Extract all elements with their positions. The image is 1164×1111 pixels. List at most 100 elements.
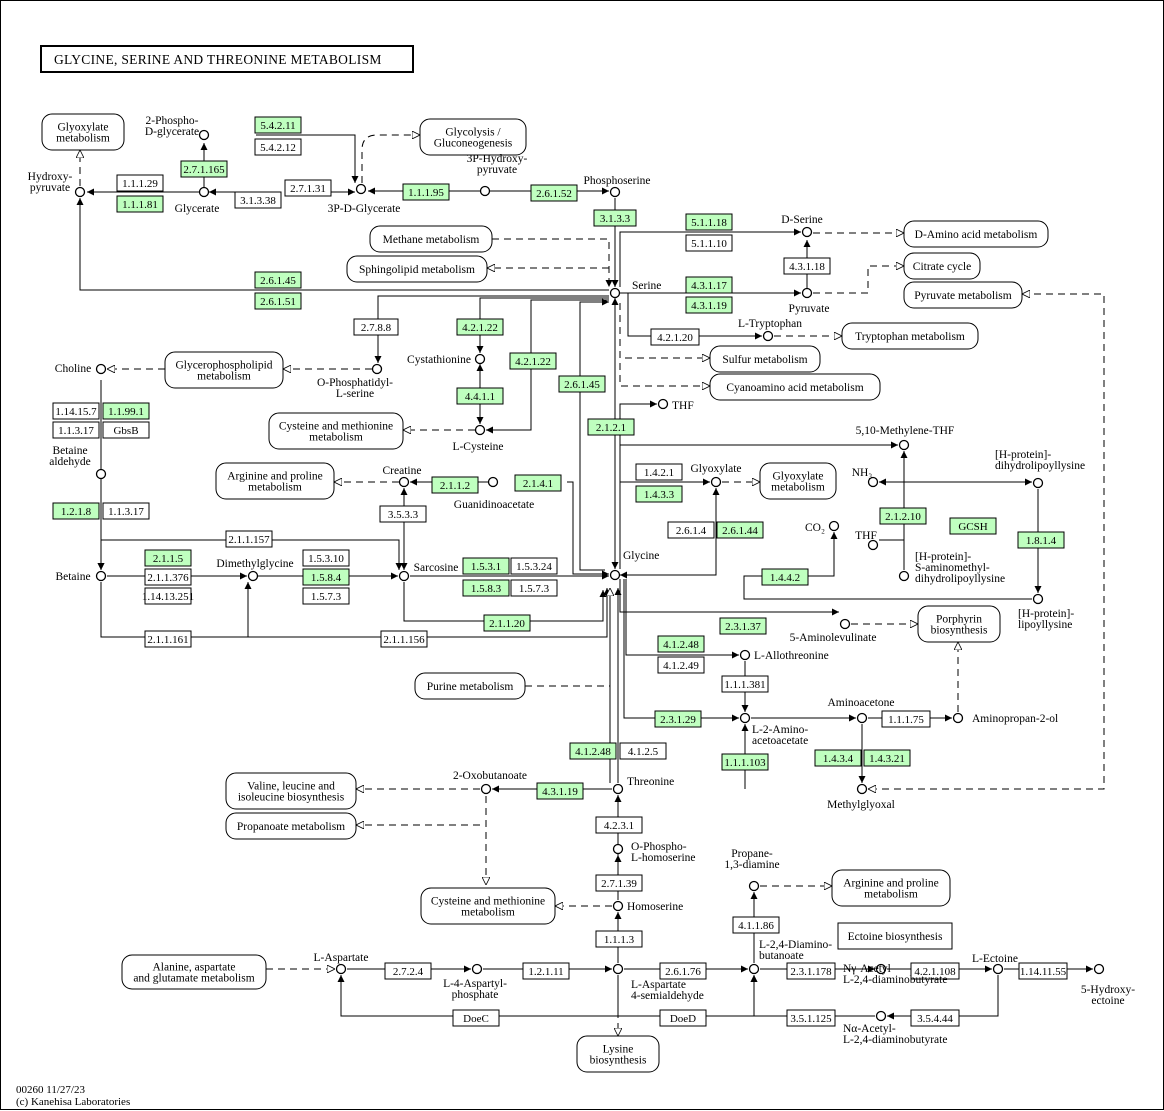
enzyme-1-1-1-81[interactable]: 1.1.1.81 [116, 195, 164, 213]
enzyme-4-2-3-1[interactable]: 4.2.3.1 [595, 816, 643, 834]
enzyme-2-1-2-1[interactable]: 2.1.2.1 [587, 418, 635, 436]
compound-dserine[interactable]: D-Serine [781, 214, 823, 238]
enzyme-2-1-1-161[interactable]: 2.1.1.161 [144, 630, 192, 648]
compound-aminoacetone[interactable]: Aminoacetone [827, 697, 895, 724]
compound-allothreonine[interactable]: L-Allothreonine [739, 649, 829, 662]
enzyme-1-1-1-75[interactable]: 1.1.1.75 [881, 710, 931, 728]
compound-ophosphatidyl[interactable]: O-Phosphatidyl-L-serine [317, 363, 393, 401]
enzyme-1-4-3-21[interactable]: 1.4.3.21 [863, 749, 911, 767]
enzyme-2-6-1-4[interactable]: 2.6.1.4 [667, 521, 715, 539]
pathway-methane[interactable]: Methane metabolism [369, 225, 493, 253]
enzyme-doed[interactable]: DoeD [659, 1009, 707, 1027]
compound-hydroxyectoine[interactable]: 5-Hydroxy-ectoine [1081, 963, 1135, 1008]
compound-cystathionine[interactable]: Cystathionine [407, 353, 486, 366]
compound-thf2[interactable]: THF [855, 530, 879, 551]
enzyme-2-7-1-165[interactable]: 2.7.1.165 [180, 160, 228, 178]
pathway-propanoate[interactable]: Propanoate metabolism [225, 812, 357, 840]
enzyme-2-1-2-10[interactable]: 2.1.2.10 [879, 507, 927, 525]
enzyme-3-5-4-44[interactable]: 3.5.4.44 [910, 1009, 960, 1027]
pathway-purine[interactable]: Purine metabolism [414, 672, 526, 700]
compound-methylenethf[interactable]: 5,10-Methylene-THF [856, 425, 955, 451]
compound-ophosphohomoserine[interactable]: O-Phospho-L-homoserine [612, 841, 696, 864]
compound-sarcosine[interactable]: Sarcosine [398, 562, 459, 582]
enzyme-1-1-3-17[interactable]: 1.1.3.17 [102, 502, 150, 520]
enzyme-gbsb[interactable]: GbsB [102, 421, 150, 439]
compound-aminopropanol[interactable]: Aminopropan-2-ol [952, 712, 1059, 725]
enzyme-4-3-1-19[interactable]: 4.3.1.19 [536, 782, 584, 800]
compound-guanidinoacetate[interactable]: Guanidinoacetate [454, 476, 534, 512]
enzyme-1-4-2-1[interactable]: 1.4.2.1 [635, 463, 683, 481]
compound-phosphoglycerate2[interactable]: 2-Phospho-D-glycerate [145, 115, 210, 141]
enzyme-3-1-3-38[interactable]: 3.1.3.38 [234, 191, 282, 209]
enzyme-4-3-1-19[interactable]: 4.3.1.19 [685, 296, 733, 314]
enzyme-1-1-1-29[interactable]: 1.1.1.29 [116, 174, 164, 192]
enzyme-1-14-15-7[interactable]: 1.14.15.7 [52, 402, 100, 420]
compound-lcysteine[interactable]: L-Cysteine [452, 424, 504, 454]
compound-amino-acetoacetate[interactable]: L-2-Amino-acetoacetate [739, 712, 809, 748]
pathway-sphingolipid[interactable]: Sphingolipid metabolism [346, 255, 488, 283]
compound-hydroxypyruvate[interactable]: Hydroxy-pyruvate [28, 171, 86, 198]
compound-methylglyoxal[interactable]: Methylglyoxal [827, 783, 895, 812]
enzyme-4-2-1-22[interactable]: 4.2.1.22 [456, 318, 504, 336]
compound-ltryptophan[interactable]: L-Tryptophan [738, 318, 802, 342]
compound-dimethylglycine[interactable]: Dimethylglycine [216, 558, 294, 582]
pathway-sulfur[interactable]: Sulfur metabolism [709, 345, 821, 373]
enzyme-1-5-3-24[interactable]: 1.5.3.24 [510, 557, 558, 575]
enzyme-4-4-1-1[interactable]: 4.4.1.1 [456, 387, 504, 405]
enzyme-5-4-2-11[interactable]: 5.4.2.11 [254, 116, 302, 134]
enzyme-2-3-1-29[interactable]: 2.3.1.29 [654, 710, 702, 728]
pathway-citrate[interactable]: Citrate cycle [903, 252, 981, 280]
enzyme-2-1-1-156[interactable]: 2.1.1.156 [380, 630, 428, 648]
compound-pgd3[interactable]: 3P-D-Glycerate [328, 183, 401, 216]
compound-phosphoserine[interactable]: Phosphoserine [583, 175, 651, 198]
enzyme-2-3-1-37[interactable]: 2.3.1.37 [719, 617, 767, 635]
compound-co2[interactable]: CO₂ [805, 520, 840, 535]
pathway-glycolysis[interactable]: Glycolysis /Gluconeogenesis [419, 118, 527, 156]
compound-laspartate[interactable]: L-Aspartate [314, 952, 369, 975]
enzyme-2-1-1-20[interactable]: 2.1.1.20 [483, 614, 531, 632]
enzyme-4-3-1-17[interactable]: 4.3.1.17 [685, 276, 733, 294]
enzyme-5-1-1-18[interactable]: 5.1.1.18 [685, 213, 733, 231]
enzyme-4-1-2-48[interactable]: 4.1.2.48 [569, 742, 617, 760]
enzyme-1-1-3-17[interactable]: 1.1.3.17 [52, 421, 100, 439]
enzyme-2-3-1-178[interactable]: 2.3.1.178 [786, 962, 836, 980]
compound-alpha-acetyl[interactable]: Nα-Acetyl-L-2,4-diaminobutyrate [843, 1010, 947, 1047]
compound-oxobutanoate[interactable]: 2-Oxobutanoate [453, 770, 527, 795]
enzyme-1-4-4-2[interactable]: 1.4.4.2 [761, 568, 809, 586]
enzyme-1-4-3-3[interactable]: 1.4.3.3 [635, 485, 683, 503]
enzyme-2-1-4-1[interactable]: 2.1.4.1 [514, 474, 562, 492]
enzyme-1-14-13-251[interactable]: 1.14.13.251 [142, 587, 194, 605]
enzyme-1-1-1-3[interactable]: 1.1.1.3 [595, 930, 643, 948]
enzyme-2-7-8-8[interactable]: 2.7.8.8 [353, 318, 399, 336]
enzyme-2-6-1-45[interactable]: 2.6.1.45 [558, 375, 606, 393]
enzyme-1-2-1-11[interactable]: 1.2.1.11 [522, 962, 570, 980]
enzyme-2-7-2-4[interactable]: 2.7.2.4 [384, 962, 432, 980]
enzyme-1-5-7-3[interactable]: 1.5.7.3 [302, 587, 350, 605]
compound-hprotein-lipoyl[interactable]: [H-protein]-lipoyllysine [1018, 593, 1074, 632]
enzyme-gcsh[interactable]: GCSH [949, 517, 997, 535]
compound-pyruvate[interactable]: Pyruvate [789, 287, 830, 316]
compound-aspartylphosphate[interactable]: L-4-Aspartyl-phosphate [443, 963, 507, 1002]
pathway-pyruvate-met[interactable]: Pyruvate metabolism [903, 281, 1023, 309]
enzyme-2-1-1-2[interactable]: 2.1.1.2 [431, 476, 479, 494]
enzyme-1-5-3-1[interactable]: 1.5.3.1 [462, 557, 510, 575]
compound-serine[interactable]: Serine [609, 280, 662, 299]
compound-hprotein-dihydro[interactable]: [H-protein]-dihydrolipoyllysine [995, 449, 1085, 489]
enzyme-doec[interactable]: DoeC [452, 1009, 500, 1027]
enzyme-4-3-1-18[interactable]: 4.3.1.18 [783, 257, 831, 275]
enzyme-3-5-1-125[interactable]: 3.5.1.125 [786, 1009, 836, 1027]
enzyme-2-1-1-157[interactable]: 2.1.1.157 [225, 530, 273, 548]
enzyme-4-1-1-86[interactable]: 4.1.1.86 [732, 916, 780, 934]
compound-nh3[interactable]: NH₃ [852, 467, 879, 488]
enzyme-1-2-1-8[interactable]: 1.2.1.8 [52, 502, 100, 520]
compound-glycine[interactable]: Glycine [609, 550, 660, 581]
compound-propanediamine[interactable]: Propane-1,3-diamine [724, 848, 780, 892]
enzyme-1-1-1-95[interactable]: 1.1.1.95 [402, 183, 450, 201]
enzyme-5-1-1-10[interactable]: 5.1.1.10 [685, 234, 733, 252]
compound-creatine[interactable]: Creatine [383, 465, 422, 488]
